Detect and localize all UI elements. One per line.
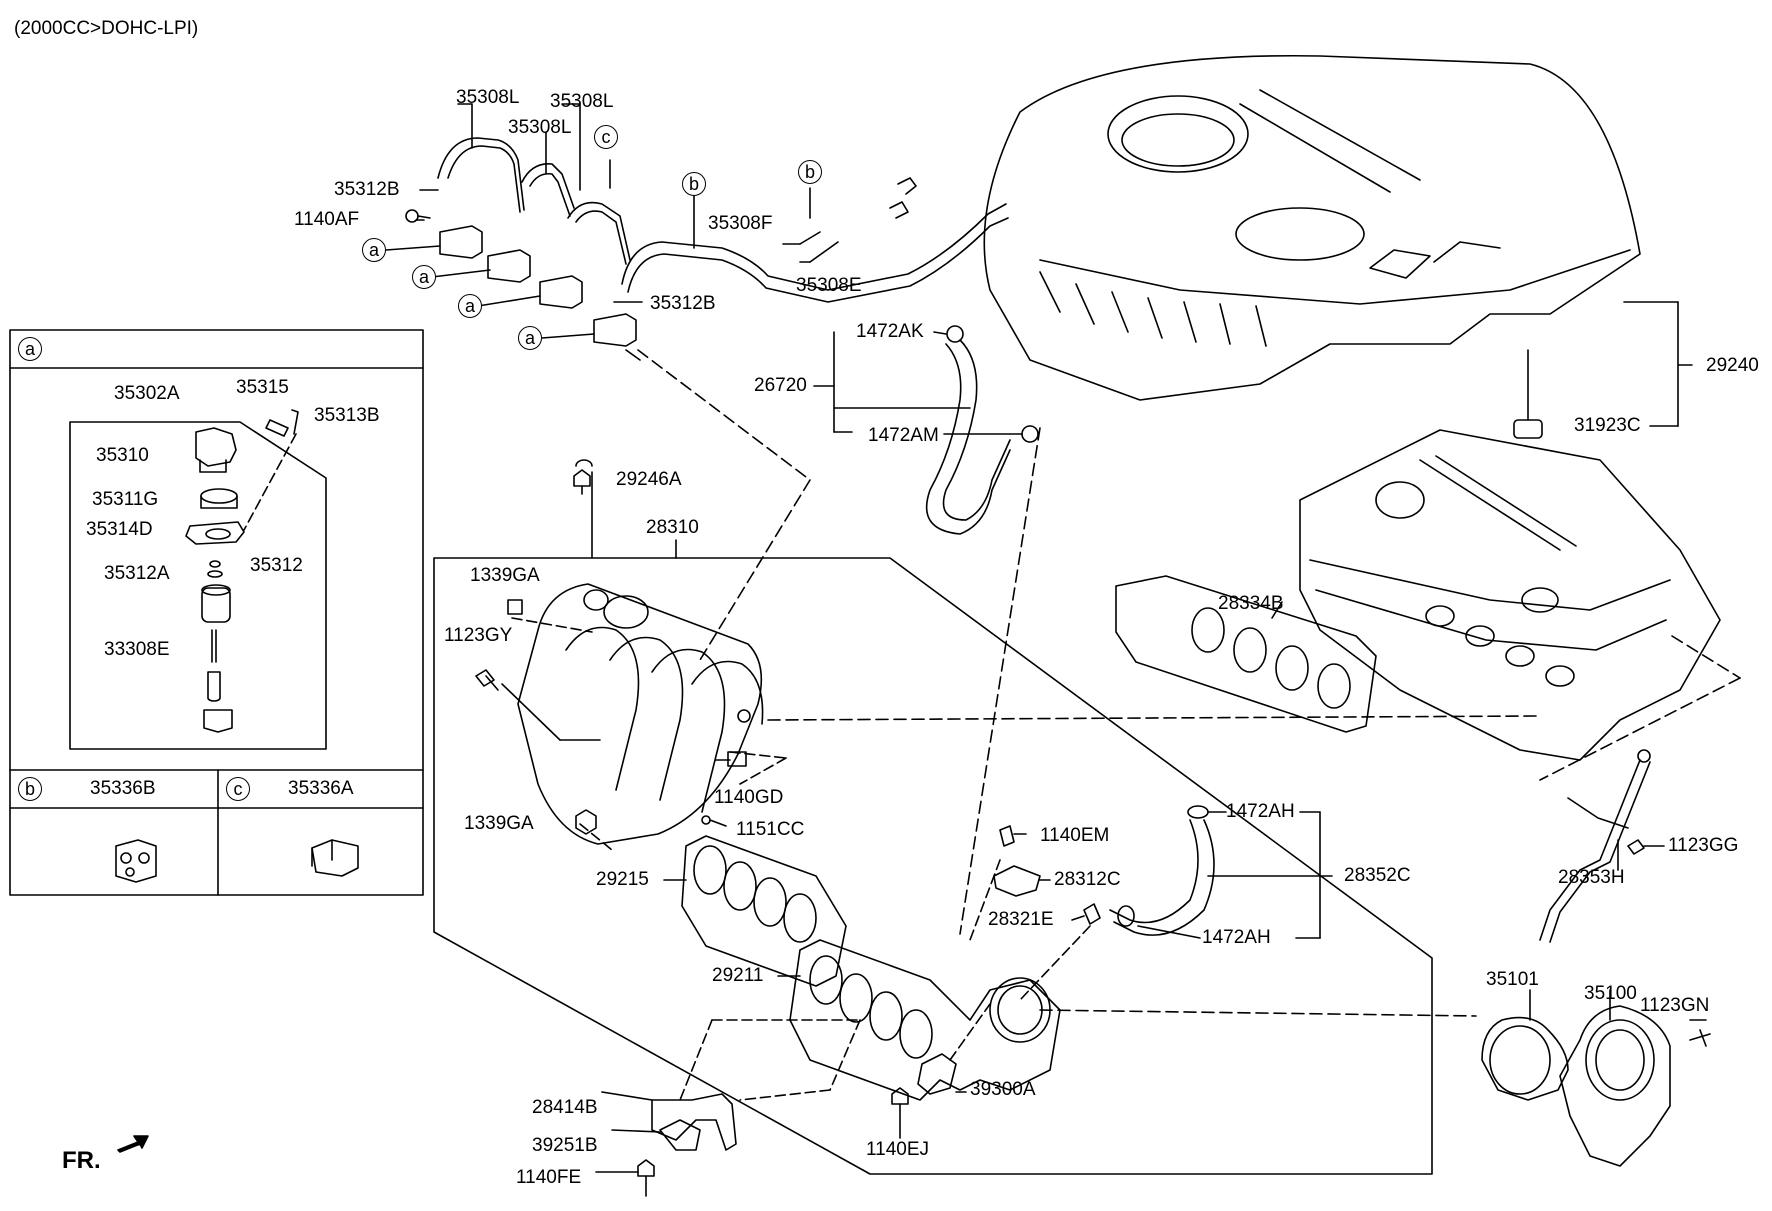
part-label: 1151CC [736, 819, 805, 840]
part-label: 35100 [1584, 983, 1637, 1004]
part-label: 28352C [1344, 865, 1411, 886]
part-label: 29215 [596, 869, 649, 890]
part-label: 1140GD [714, 787, 784, 808]
part-label: 1472AK [856, 321, 924, 342]
part-label: 1472AH [1202, 927, 1271, 948]
fuel-rail-assembly [405, 137, 1009, 361]
hose-26720-drawing [813, 325, 1041, 935]
part-label: 35313B [314, 405, 380, 426]
injector-detail [185, 409, 299, 733]
part-label: 1140FE [516, 1167, 582, 1188]
callout-a: a [412, 265, 436, 289]
gasket-28334B-drawing [767, 575, 1537, 733]
front-arrow-icon [117, 1135, 149, 1153]
part-label: 35312B [334, 179, 400, 200]
part-label: 1123GY [444, 625, 513, 646]
part-label: 35308L [456, 87, 520, 108]
part-label: 35308E [796, 275, 862, 296]
part-label: 35308F [708, 213, 773, 234]
part-label: 1472AH [1226, 801, 1295, 822]
part-label: 28414B [532, 1097, 598, 1118]
intake-manifold-drawing [501, 583, 787, 851]
part-label: 1472AM [868, 425, 939, 446]
part-label: 35312B [650, 293, 716, 314]
inset-a-header: a [18, 337, 42, 361]
inset-c-header: c [226, 777, 250, 801]
part-label: 29211 [712, 965, 764, 986]
inset-b-part: 35336B [90, 778, 156, 799]
front-direction-label: FR. [62, 1147, 101, 1174]
part-label: 35101 [1486, 969, 1539, 990]
part-label: 35310 [96, 445, 149, 466]
part-label: 33308E [104, 639, 170, 660]
fuel-rail-leaders [385, 103, 839, 661]
inset-c-part: 35336A [288, 778, 354, 799]
bolts [475, 469, 747, 835]
adapter-29211-drawing [777, 939, 1477, 1101]
part-label: 29246A [616, 469, 682, 490]
manifold-box-28310 [433, 459, 1433, 1175]
part-label: 1140EM [1040, 825, 1110, 846]
part-label: 35311G [92, 489, 159, 510]
part-label: 1339GA [470, 565, 540, 586]
part-label: 28334B [1218, 593, 1284, 614]
part-label: 1339GA [464, 813, 534, 834]
engine-cover-drawing [983, 54, 1641, 401]
callout-a: a [362, 238, 386, 262]
part-label: 1123GG [1668, 835, 1739, 856]
part-label: 26720 [754, 375, 807, 396]
part-label: 28312C [1054, 869, 1121, 890]
sensor-39300A-drawing [891, 1003, 991, 1139]
clip-35336A-drawing [311, 839, 359, 877]
part-label: 28321E [988, 909, 1054, 930]
part-label: 1123GN [1640, 995, 1710, 1016]
callout-b: b [798, 160, 822, 184]
bracket-drawing [595, 1019, 861, 1197]
part-label: 28310 [646, 517, 699, 538]
inset-b-header: b [18, 777, 42, 801]
sensors-drawing [969, 825, 1101, 1001]
callout-b: b [682, 172, 706, 196]
part-label: 35308L [550, 91, 614, 112]
part-label: 35315 [236, 377, 289, 398]
gasket-29215-drawing [663, 835, 847, 987]
callout-c: c [594, 125, 618, 149]
cylinder-head-drawing [1299, 429, 1741, 781]
part-label: 35312A [104, 563, 170, 584]
part-label: 28353H [1558, 867, 1625, 888]
part-label: 35302A [114, 383, 180, 404]
part-label: 39300A [970, 1079, 1036, 1100]
part-label: 1140AF [294, 209, 360, 230]
pipe-28353H-drawing [1539, 749, 1665, 943]
engine-spec-header: (2000CC>DOHC-LPI) [14, 18, 199, 39]
hose-28352C-drawing [1109, 805, 1333, 939]
cover-29240-leaders [1513, 301, 1693, 439]
clip-35336B-drawing [115, 839, 157, 883]
part-label: 35314D [86, 519, 153, 540]
part-label: 31923C [1574, 415, 1641, 436]
part-label: 39251B [532, 1135, 598, 1156]
throttle-body-drawing [1481, 989, 1711, 1167]
part-label: 35308L [508, 117, 572, 138]
callout-a: a [458, 294, 482, 318]
callout-a: a [518, 326, 542, 350]
part-label: 1140EJ [866, 1139, 930, 1160]
inset-box-a [9, 329, 424, 896]
part-label: 29240 [1706, 355, 1759, 376]
part-label: 35312 [250, 555, 303, 576]
